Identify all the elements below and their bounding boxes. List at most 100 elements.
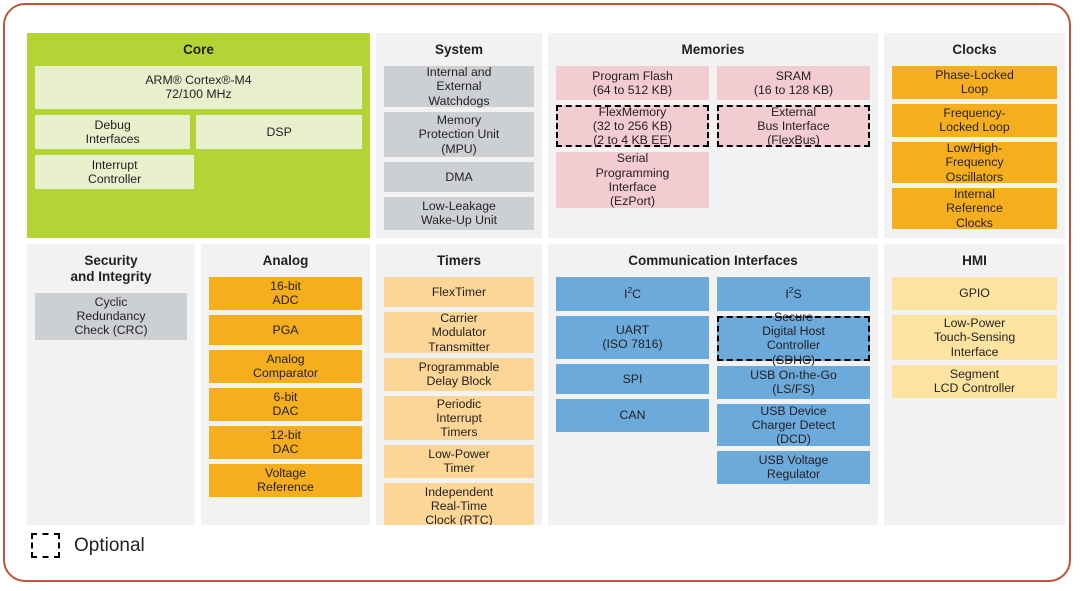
legend: Optional: [31, 533, 145, 558]
cortex-line-2: 72/100 MHz: [165, 87, 232, 102]
block-gpio[interactable]: GPIO: [892, 276, 1057, 310]
block-dsp[interactable]: DSP: [196, 114, 362, 149]
block-label: PGA: [272, 322, 299, 337]
block-label: I2C: [624, 284, 641, 301]
communication-column-left: I2C UART(ISO 7816) SPI CAN: [556, 276, 709, 484]
block-flexmemory-32-to-256-kb-2-to-4-kb-ee[interactable]: FlexMemory(32 to 256 KB)(2 to 4 KB EE): [556, 105, 709, 147]
panel-title-memories: Memories: [681, 42, 745, 57]
block-can[interactable]: CAN: [556, 398, 709, 432]
block-arm-cortex-m4[interactable]: ARM® Cortex®-M4 72/100 MHz: [35, 65, 362, 109]
block-label: DMA: [445, 169, 473, 184]
block-label: GPIO: [959, 286, 990, 301]
block-sram-16-to-128-kb[interactable]: SRAM(16 to 128 KB): [717, 65, 870, 100]
block-i2c[interactable]: I2C: [556, 276, 709, 311]
block-label: FlexTimer: [431, 284, 487, 299]
panel-title-analog: Analog: [262, 253, 309, 268]
block-frequency-locked-loop[interactable]: Frequency-Locked Loop: [892, 103, 1057, 137]
block-pga[interactable]: PGA: [209, 314, 362, 345]
block-label: CAN: [619, 408, 646, 423]
block-label: DSP: [266, 124, 292, 139]
panel-title-hmi: HMI: [962, 253, 987, 268]
core-spacer: [200, 155, 362, 189]
legend-optional-label: Optional: [74, 534, 145, 556]
block-label: I2S: [785, 284, 802, 301]
block-i2s[interactable]: I2S: [717, 276, 870, 311]
memories-column-left: Program Flash(64 to 512 KB) FlexMemory(32…: [556, 65, 709, 230]
block-spi[interactable]: SPI: [556, 363, 709, 394]
panel-communication-interfaces: Communication Interfaces I2C UART(ISO 781…: [548, 244, 878, 525]
block-program-flash-64-to-512-kb[interactable]: Program Flash(64 to 512 KB): [556, 65, 709, 100]
block-flextimer[interactable]: FlexTimer: [384, 276, 534, 307]
panel-title-communication: Communication Interfaces: [628, 253, 798, 268]
block-label: SRAM(16 to 128 KB): [753, 68, 834, 97]
block-dma[interactable]: DMA: [384, 161, 534, 192]
optional-swatch-icon: [31, 533, 60, 558]
block-label: USB On-the-Go(LS/FS): [750, 368, 837, 397]
panel-title-core: Core: [183, 42, 214, 57]
security-title-line-1: Security: [84, 253, 138, 268]
block-label: FlexMemory(32 to 256 KB)(2 to 4 KB EE): [592, 104, 673, 148]
block-uart-iso-7816[interactable]: UART(ISO 7816): [556, 315, 709, 359]
panel-title-system: System: [434, 42, 484, 57]
block-usb-on-the-go-ls-fs[interactable]: USB On-the-Go(LS/FS): [717, 365, 870, 399]
block-label: UART(ISO 7816): [602, 323, 663, 352]
block-label: Program Flash(64 to 512 KB): [592, 68, 673, 97]
